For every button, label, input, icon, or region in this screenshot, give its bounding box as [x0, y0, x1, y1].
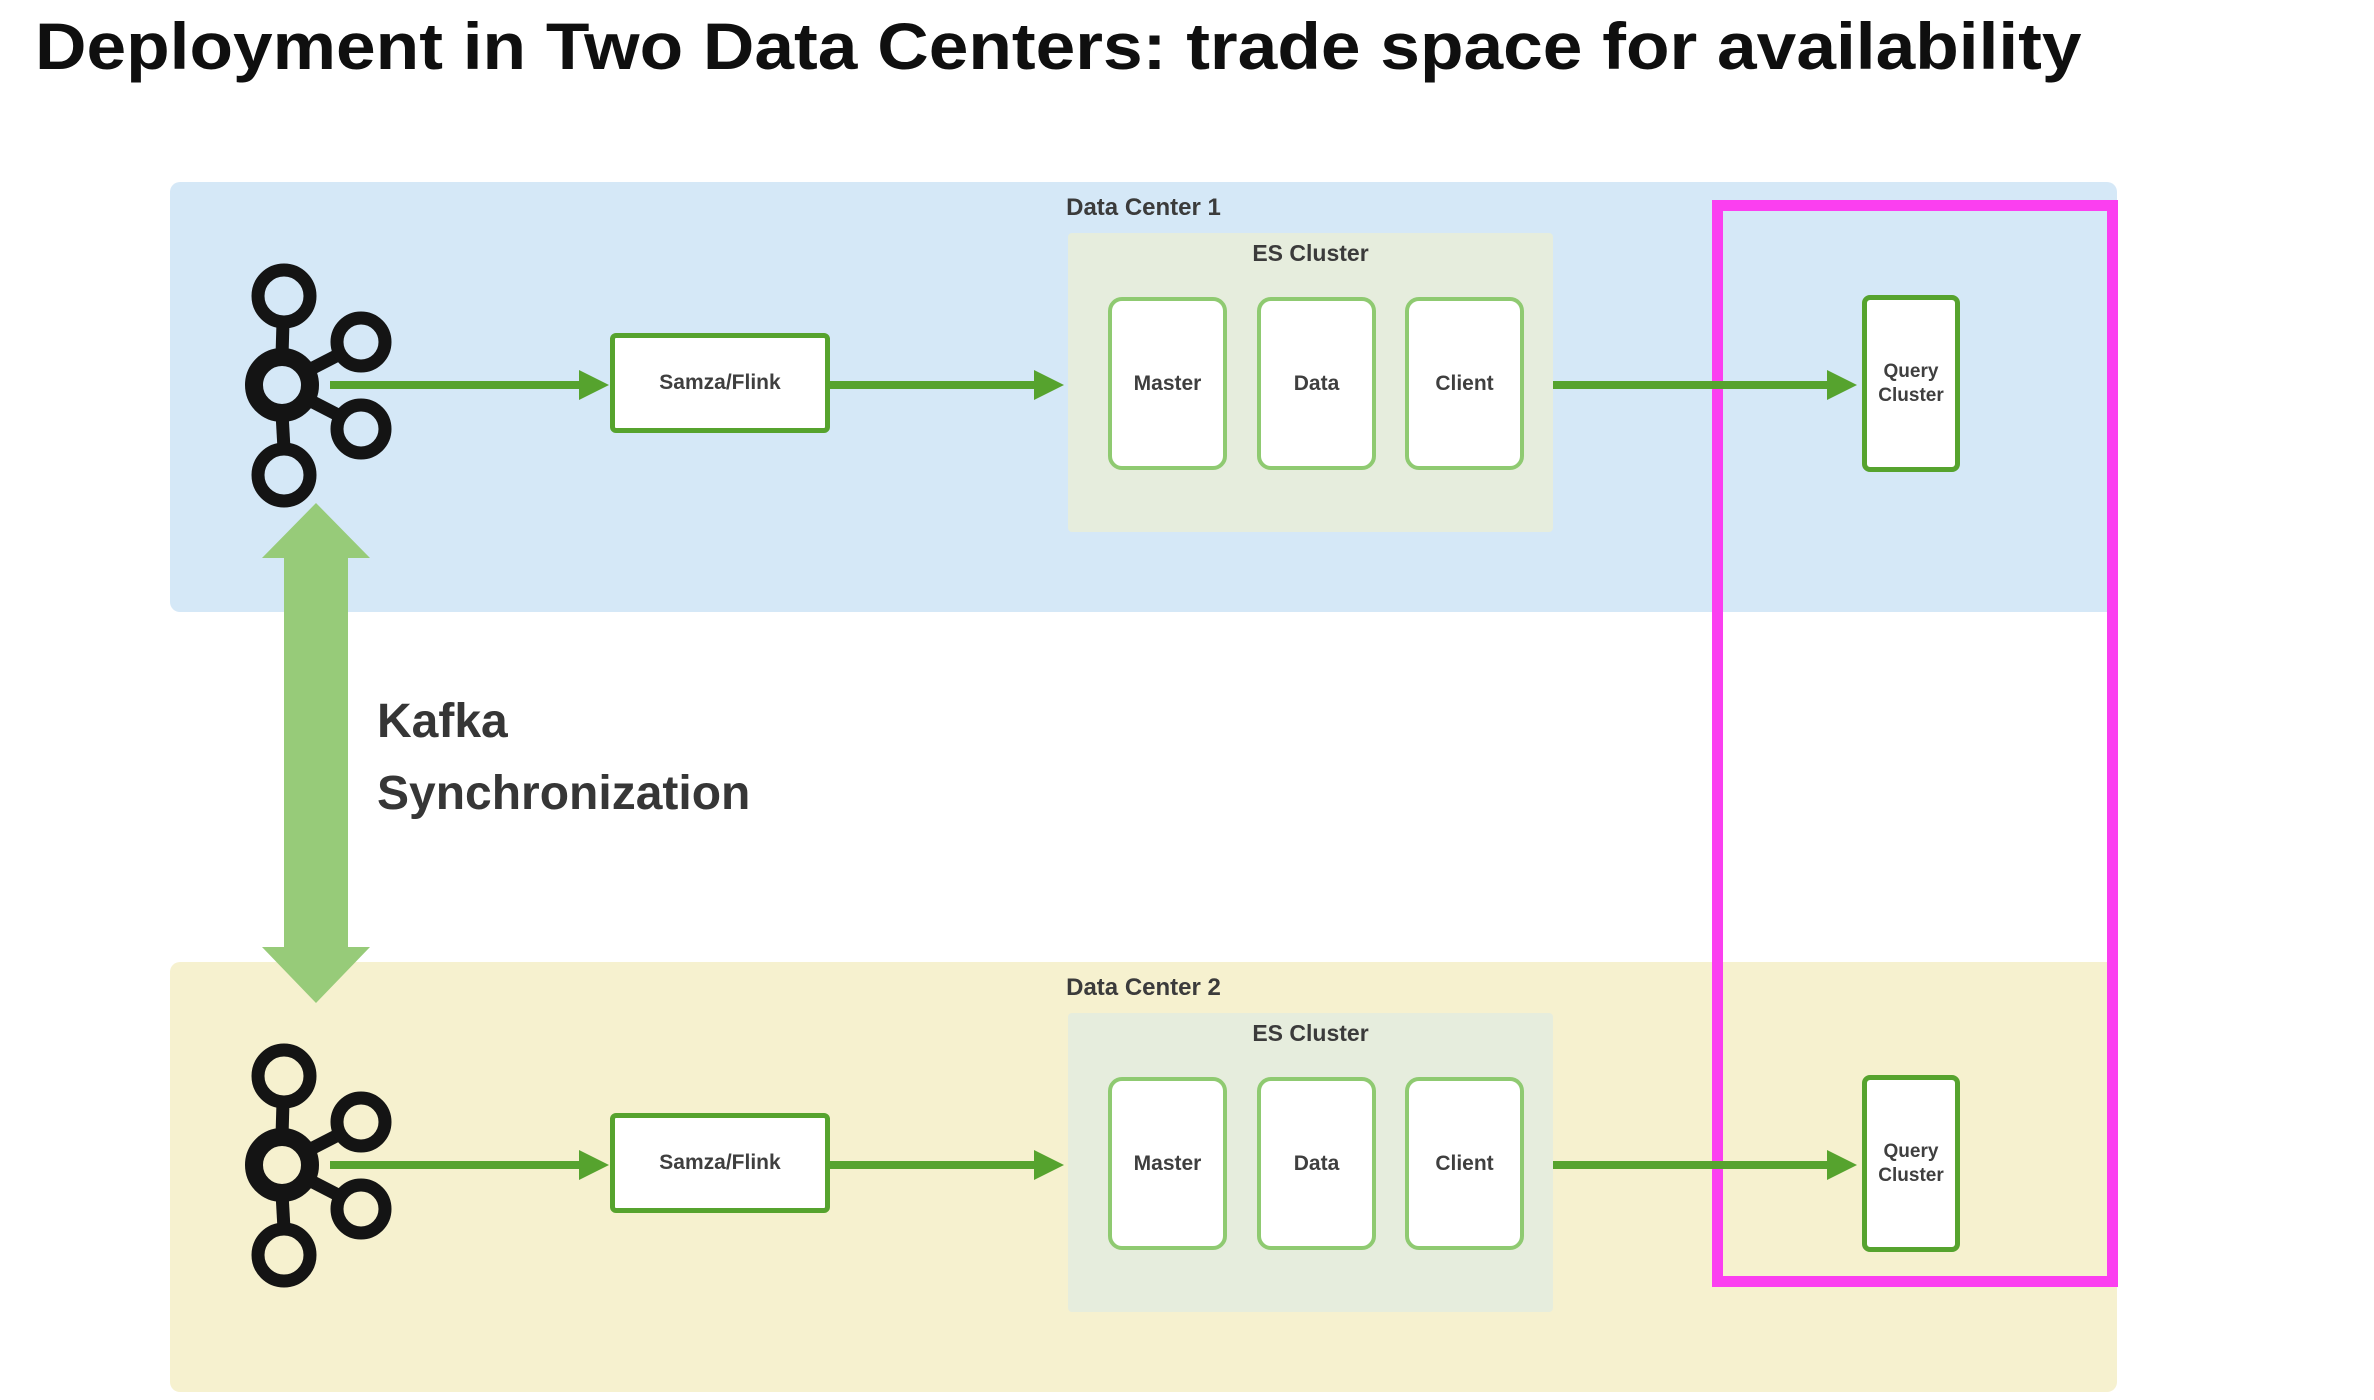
query-cluster-label: Query Cluster	[1878, 360, 1944, 406]
es-node-data: Data	[1257, 1077, 1376, 1250]
kafka-synchronization-line2: Synchronization	[377, 767, 751, 820]
es-node-label: Client	[1435, 371, 1494, 395]
kafka-synchronization-label: Kafka Synchronization	[377, 686, 750, 830]
query-cluster-box: Query Cluster	[1862, 1075, 1960, 1252]
data-center-2-label: Data Center 2	[1066, 974, 1221, 1001]
kafka-icon	[245, 263, 392, 508]
arrow-kafka-to-processor	[330, 1150, 609, 1180]
es-node-label: Data	[1293, 371, 1340, 395]
arrow-kafka-to-processor	[330, 370, 609, 400]
kafka-icon	[245, 1043, 392, 1288]
processor-box: Samza/Flink	[610, 333, 830, 433]
arrow-processor-to-es	[830, 370, 1064, 400]
es-node-master: Master	[1108, 1077, 1227, 1250]
es-node-client: Client	[1405, 1077, 1524, 1250]
es-node-label: Master	[1133, 1151, 1202, 1175]
es-node-label: Client	[1435, 1151, 1494, 1175]
processor-box: Samza/Flink	[610, 1113, 830, 1213]
double-headed-vertical-arrow-icon	[262, 503, 370, 1003]
processor-label: Samza/Flink	[659, 371, 781, 394]
data-center-1-label: Data Center 1	[1066, 194, 1221, 221]
es-node-label: Data	[1293, 1151, 1340, 1175]
es-node-data: Data	[1257, 297, 1376, 470]
query-cluster-box: Query Cluster	[1862, 295, 1960, 472]
query-cluster-highlight-rect	[1712, 200, 2118, 1287]
page-title: Deployment in Two Data Centers: trade sp…	[35, 9, 2082, 83]
es-node-client: Client	[1405, 297, 1524, 470]
arrow-es-to-query	[1553, 370, 1857, 400]
query-cluster-label: Query Cluster	[1878, 1140, 1944, 1186]
es-cluster-label: ES Cluster	[1252, 240, 1369, 266]
es-cluster-label: ES Cluster	[1252, 1020, 1369, 1046]
processor-label: Samza/Flink	[659, 1151, 781, 1174]
es-node-master: Master	[1108, 297, 1227, 470]
arrow-es-to-query	[1553, 1150, 1857, 1180]
kafka-synchronization-line1: Kafka	[377, 695, 508, 748]
es-node-label: Master	[1133, 371, 1202, 395]
arrow-processor-to-es	[830, 1150, 1064, 1180]
